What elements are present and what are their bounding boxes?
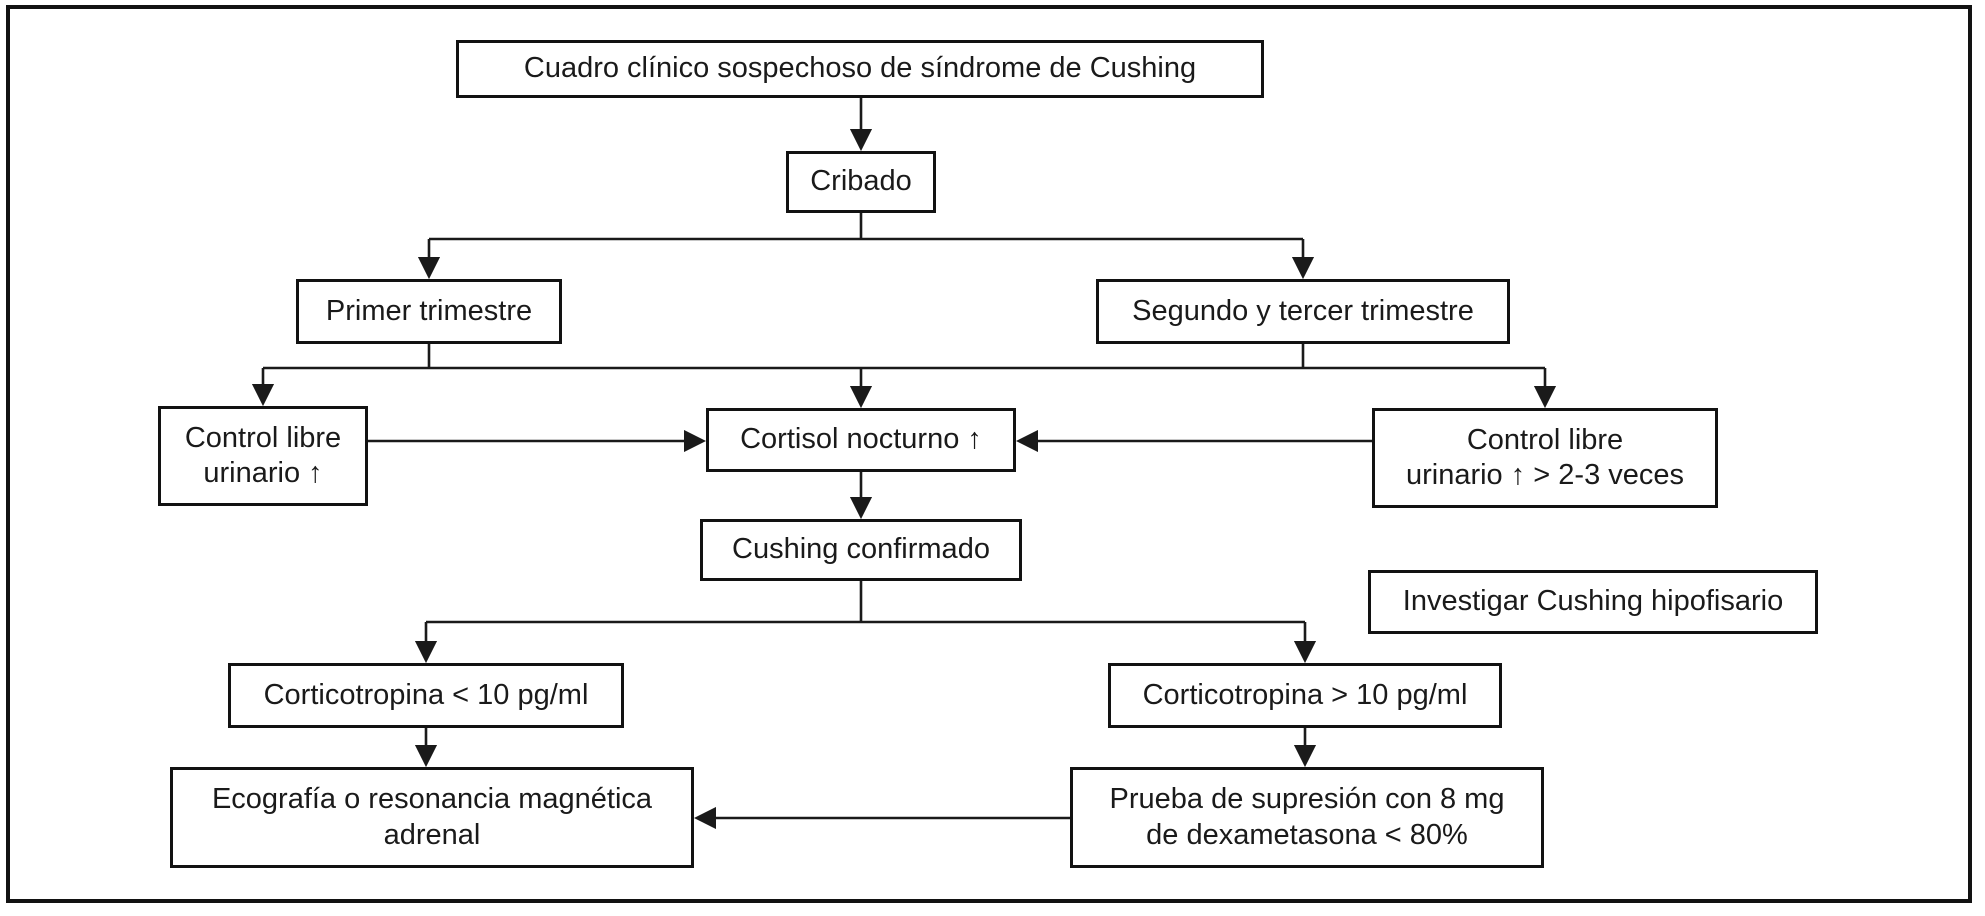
node-label: Prueba de supresión con 8 mg de dexameta…	[1109, 783, 1505, 851]
node-investigar-cushing-hipofisario: Investigar Cushing hipofisario	[1368, 570, 1818, 634]
node-label: Cortisol nocturno ↑	[740, 423, 982, 456]
rail-trimestre-split	[263, 344, 1545, 370]
node-corticotropina-menor-10: Corticotropina < 10 pg/ml	[228, 663, 624, 728]
node-ecografia-resonancia-adrenal: Ecografía o resonancia magnética adrenal	[170, 767, 694, 868]
node-label: Cribado	[810, 165, 912, 198]
node-cushing-confirmado: Cushing confirmado	[700, 519, 1022, 581]
node-label: Corticotropina < 10 pg/ml	[263, 678, 589, 711]
node-cortisol-nocturno: Cortisol nocturno ↑	[706, 408, 1016, 472]
node-primer-trimestre: Primer trimestre	[296, 279, 562, 344]
node-label: Cushing confirmado	[732, 533, 990, 566]
node-label: Corticotropina > 10 pg/ml	[1142, 678, 1468, 711]
node-label: Segundo y tercer trimestre	[1132, 294, 1474, 327]
node-cuadro-clinico: Cuadro clínico sospechoso de síndrome de…	[456, 40, 1264, 98]
node-label: Cuadro clínico sospechoso de síndrome de…	[523, 52, 1197, 85]
node-label: Primer trimestre	[325, 294, 533, 327]
node-control-libre-urinario-2-3-veces: Control libre urinario ↑ > 2-3 veces	[1372, 408, 1718, 508]
node-corticotropina-mayor-10: Corticotropina > 10 pg/ml	[1108, 663, 1502, 728]
node-prueba-supresion-dexametasona: Prueba de supresión con 8 mg de dexameta…	[1070, 767, 1544, 868]
rail-confirmado-split	[426, 581, 1305, 624]
node-cribado: Cribado	[786, 151, 936, 213]
node-segundo-tercer-trimestre: Segundo y tercer trimestre	[1096, 279, 1510, 344]
node-control-libre-urinario: Control libre urinario ↑	[158, 406, 368, 506]
node-label: Investigar Cushing hipofisario	[1402, 585, 1784, 618]
node-label: Ecografía o resonancia magnética adrenal	[211, 783, 653, 851]
rail-cribado-split	[429, 213, 1303, 241]
node-label: Control libre urinario ↑	[184, 421, 342, 489]
node-label: Control libre urinario ↑ > 2-3 veces	[1405, 423, 1685, 491]
outer-frame	[6, 5, 1972, 903]
